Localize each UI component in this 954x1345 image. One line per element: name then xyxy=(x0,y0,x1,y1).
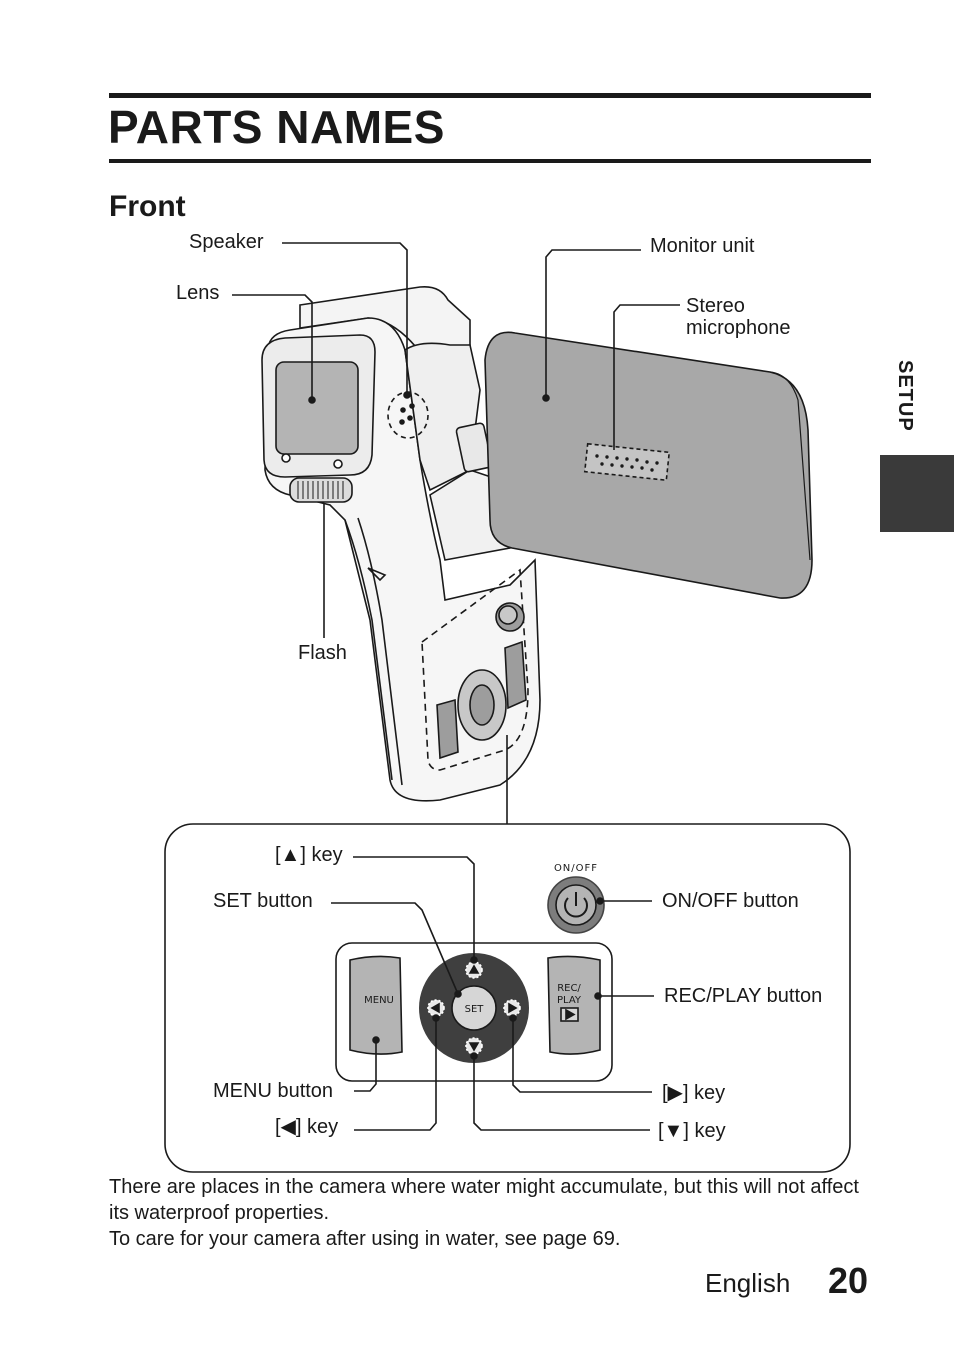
on-off-button-label: ON/OFF button xyxy=(662,890,799,912)
title-top-rule xyxy=(109,93,871,98)
monitor-unit-label: Monitor unit xyxy=(650,235,755,257)
note-paragraph: There are places in the camera where wat… xyxy=(109,1176,859,1224)
title-bottom-rule xyxy=(109,159,871,163)
notes: There are places in the camera where wat… xyxy=(109,1174,869,1252)
stereo-microphone-label-line2: microphone xyxy=(686,317,791,339)
flash-label: Flash xyxy=(298,642,347,664)
side-tab-marker xyxy=(880,455,954,532)
menu-button-label: MENU button xyxy=(213,1080,334,1102)
control-panel xyxy=(164,823,851,1173)
lens-label: Lens xyxy=(176,282,220,304)
page-number: 20 xyxy=(828,1260,869,1301)
on-off-caption: ON/OFF xyxy=(554,863,598,874)
rec-play-caption-line2: PLAY xyxy=(557,995,582,1006)
set-key-caption: SET xyxy=(465,1004,485,1015)
footer-language: English xyxy=(705,1268,791,1298)
up-key-label: [▲] key xyxy=(275,844,343,866)
right-key-label: [▶] key xyxy=(662,1082,726,1104)
left-key-label: [◀] key xyxy=(275,1116,339,1138)
page-title: PARTS NAMES xyxy=(108,101,445,153)
note-paragraph: To care for your camera after using in w… xyxy=(109,1228,621,1250)
monitor-unit-shape xyxy=(484,331,813,599)
section-heading: Front xyxy=(109,190,186,223)
speaker-label: Speaker xyxy=(189,231,264,253)
stereo-microphone-label-line1: Stereo xyxy=(686,295,745,317)
rec-play-caption-line1: REC/ xyxy=(557,983,581,994)
menu-key-caption: MENU xyxy=(364,995,394,1006)
down-key-label: [▼] key xyxy=(658,1120,726,1142)
rec-play-button-label: REC/PLAY button xyxy=(664,985,823,1007)
set-button-label: SET button xyxy=(213,890,313,912)
